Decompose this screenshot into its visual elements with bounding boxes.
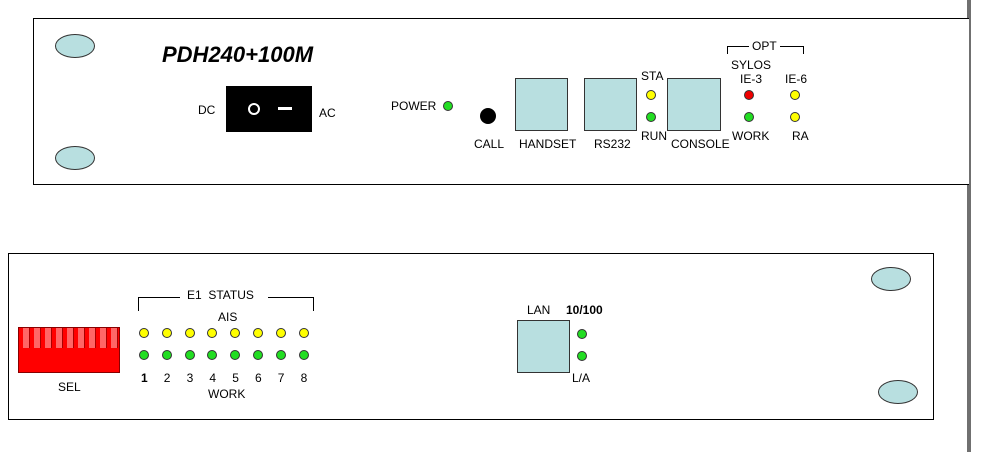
channel-number: 1 xyxy=(141,371,148,385)
front-panel-bottom xyxy=(8,253,934,420)
work-label-opt: WORK xyxy=(732,129,770,143)
switch-dc-label: DC xyxy=(198,103,216,117)
dip-switch-lever[interactable] xyxy=(34,328,41,348)
switch-ac-label: AC xyxy=(319,106,336,120)
mounting-screw-top-right xyxy=(871,267,911,291)
work-led xyxy=(230,350,241,360)
ais-led xyxy=(184,328,195,338)
ra-label: RA xyxy=(792,129,809,143)
lan-label: LAN xyxy=(527,303,551,317)
opt-bracket-right-horizontal xyxy=(780,46,804,47)
sylos-label: SYLOS xyxy=(731,58,772,72)
run-led xyxy=(646,112,656,122)
channel-number: 4 xyxy=(209,371,217,385)
work-led xyxy=(139,350,149,360)
model-title: PDH240+100M xyxy=(162,42,314,67)
opt-bracket-right-vertical xyxy=(803,46,804,54)
console-port[interactable] xyxy=(667,78,721,131)
call-label: CALL xyxy=(474,137,505,151)
work-label-e1: WORK xyxy=(208,387,246,401)
channel-number: 7 xyxy=(277,371,285,385)
rs232-port[interactable] xyxy=(584,78,637,131)
ais-led xyxy=(139,328,149,338)
power-switch[interactable] xyxy=(226,86,312,132)
channel-number: 6 xyxy=(255,371,262,385)
handset-label: HANDSET xyxy=(519,137,577,151)
dip-switch-lever[interactable] xyxy=(67,328,74,348)
dip-switch-teeth xyxy=(19,328,119,350)
switch-circle-icon xyxy=(248,103,260,115)
e1-bracket-left-horizontal xyxy=(138,297,180,298)
ie3-led xyxy=(744,90,754,100)
e1-status-label: E1 STATUS xyxy=(187,288,254,302)
switch-line-icon xyxy=(278,107,292,110)
sel-label: SEL xyxy=(58,380,81,394)
rs232-label: RS232 xyxy=(594,137,631,151)
mounting-screw-bottom-left xyxy=(55,146,95,170)
speed-label: 10/100 xyxy=(566,303,603,317)
e1-bracket-left-vertical xyxy=(138,297,139,311)
ais-led xyxy=(253,328,263,338)
sta-label: STA xyxy=(641,69,664,83)
dip-switch-lever[interactable] xyxy=(23,328,30,348)
dip-switch-lever[interactable] xyxy=(78,328,85,348)
mounting-screw-top-left xyxy=(55,34,95,58)
work-led xyxy=(298,350,309,360)
ie6-led xyxy=(790,90,800,100)
work-led xyxy=(184,350,195,360)
channel-number: 5 xyxy=(232,371,239,385)
run-label: RUN xyxy=(641,129,667,143)
lan-port[interactable] xyxy=(517,320,570,373)
ais-led xyxy=(230,328,241,338)
work-led xyxy=(207,350,218,360)
ie3-label: IE-3 xyxy=(740,72,763,86)
opt-label: OPT xyxy=(752,39,777,53)
mounting-screw-bottom-right xyxy=(878,380,918,404)
dip-switch-lever[interactable] xyxy=(45,328,52,348)
right-border xyxy=(967,0,971,452)
ra-led xyxy=(790,112,800,122)
channel-number: 8 xyxy=(300,371,308,385)
opt-bracket-left-vertical xyxy=(727,46,728,54)
sta-led xyxy=(646,90,656,100)
ais-label: AIS xyxy=(218,310,238,324)
call-button[interactable] xyxy=(480,108,496,124)
channel-number: 2 xyxy=(163,371,171,385)
lan-link-led xyxy=(577,351,587,361)
handset-port[interactable] xyxy=(515,78,568,131)
work-led xyxy=(253,350,263,360)
power-label: POWER xyxy=(391,99,437,113)
work-led xyxy=(744,112,754,122)
work-led xyxy=(275,350,286,360)
opt-bracket-left-horizontal xyxy=(727,46,749,47)
lan-speed-led xyxy=(577,329,587,339)
ais-led xyxy=(275,328,286,338)
power-led xyxy=(443,101,453,111)
e1-bracket-right-vertical xyxy=(313,297,314,311)
ais-led xyxy=(207,328,218,338)
dip-switch-lever[interactable] xyxy=(111,328,118,348)
console-label: CONSOLE xyxy=(671,137,730,151)
work-led xyxy=(161,350,172,360)
front-panel-top xyxy=(33,18,969,185)
la-label: L/A xyxy=(572,371,591,385)
dip-switch-lever[interactable] xyxy=(100,328,107,348)
sel-dip-switch[interactable] xyxy=(18,327,120,373)
ie6-label: IE-6 xyxy=(785,72,808,86)
ais-led xyxy=(161,328,172,338)
dip-switch-lever[interactable] xyxy=(56,328,63,348)
dip-switch-lever[interactable] xyxy=(89,328,96,348)
channel-number: 3 xyxy=(186,371,194,385)
e1-bracket-right-horizontal xyxy=(268,297,314,298)
ais-led xyxy=(298,328,309,338)
